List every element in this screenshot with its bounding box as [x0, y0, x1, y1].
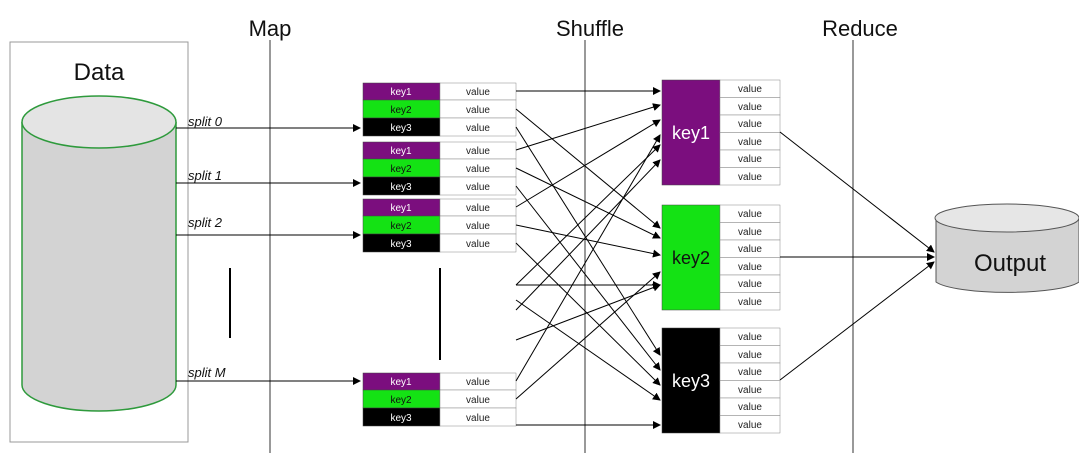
- map-output-group-2: key1 value key2 value key3 value: [362, 198, 517, 253]
- reducer-key1: key1: [661, 79, 721, 186]
- map-value-label: value: [466, 182, 490, 193]
- map-key-label: key3: [390, 123, 412, 134]
- shuffle-arrows-key1: [515, 87, 661, 382]
- data-cylinder: [21, 95, 177, 412]
- reducer-key-label: key3: [672, 371, 710, 391]
- map-output-group-m: key1 value key2 value key3 value: [362, 372, 517, 427]
- reducer-key-label: key2: [672, 248, 710, 268]
- reducer-value-label: value: [738, 332, 762, 343]
- reducer-value-label: value: [738, 227, 762, 238]
- map-value-label: value: [466, 395, 490, 406]
- reducer-values-key2: value value value value value value: [719, 204, 781, 311]
- reducer-value-label: value: [738, 297, 762, 308]
- map-value-label: value: [466, 164, 490, 175]
- map-key-label: key3: [390, 413, 412, 424]
- phase-label-shuffle: Shuffle: [556, 16, 624, 41]
- split-label: split 2: [188, 215, 223, 230]
- map-value-label: value: [466, 221, 490, 232]
- output-label: Output: [974, 250, 1046, 277]
- reducer-value-label: value: [738, 244, 762, 255]
- reducer-value-label: value: [738, 279, 762, 290]
- map-value-label: value: [466, 377, 490, 388]
- map-key-label: key3: [390, 239, 412, 250]
- map-value-label: value: [466, 105, 490, 116]
- output-cylinder: [934, 203, 1079, 293]
- shuffle-arrows-key2: [515, 108, 661, 400]
- phase-label-reduce: Reduce: [822, 16, 898, 41]
- reducer-key3: key3: [661, 327, 721, 434]
- map-value-label: value: [466, 203, 490, 214]
- map-value-label: value: [466, 123, 490, 134]
- map-value-label: value: [466, 413, 490, 424]
- map-key-label: key2: [390, 221, 412, 232]
- reducer-values-key3: value value value value value value: [719, 327, 781, 434]
- reducer-value-label: value: [738, 102, 762, 113]
- reducer-values-key1: value value value value value value: [719, 79, 781, 186]
- map-key-label: key1: [390, 203, 412, 214]
- reducer-value-label: value: [738, 154, 762, 165]
- map-key-label: key2: [390, 164, 412, 175]
- reduce-arrows: [779, 131, 935, 381]
- reducer-value-label: value: [738, 420, 762, 431]
- map-key-label: key1: [390, 87, 412, 98]
- map-key-label: key2: [390, 395, 412, 406]
- map-value-label: value: [466, 87, 490, 98]
- map-key-label: key2: [390, 105, 412, 116]
- reducer-key2: key2: [661, 204, 721, 311]
- map-value-label: value: [466, 146, 490, 157]
- reducer-value-label: value: [738, 350, 762, 361]
- shuffle-arrows-key3: [515, 126, 661, 429]
- split-label: split M: [188, 365, 226, 380]
- map-value-cell: [439, 407, 517, 427]
- shuffle-arrows-extra: [515, 144, 661, 401]
- reducer-value-label: value: [738, 172, 762, 183]
- reducer-value-label: value: [738, 402, 762, 413]
- map-key-label: key1: [390, 377, 412, 388]
- reducer-value-label: value: [738, 385, 762, 396]
- split-label: split 0: [188, 114, 223, 129]
- phase-label-map: Map: [249, 16, 292, 41]
- map-key-label: key1: [390, 146, 412, 157]
- reducer-value-label: value: [738, 119, 762, 130]
- split-label: split 1: [188, 168, 222, 183]
- map-output-group-1: key1 value key2 value key3 value: [362, 141, 517, 196]
- map-output-group-0: key1 value key2 value key3 value: [362, 82, 517, 137]
- reducer-value-label: value: [738, 84, 762, 95]
- reducer-value-label: value: [738, 137, 762, 148]
- data-title: Data: [74, 59, 125, 86]
- reducer-value-label: value: [738, 209, 762, 220]
- map-key-label: key3: [390, 182, 412, 193]
- map-value-label: value: [466, 239, 490, 250]
- reducer-value-label: value: [738, 262, 762, 273]
- reducer-value-label: value: [738, 367, 762, 378]
- reducer-key-label: key1: [672, 123, 710, 143]
